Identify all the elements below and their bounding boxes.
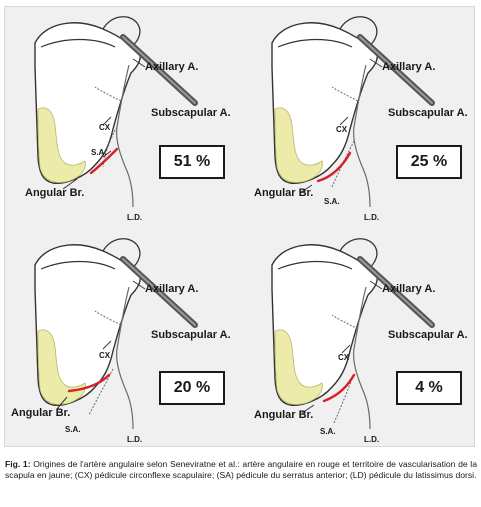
percentage-box: 51 %: [159, 145, 225, 179]
axillary-label: Axillary A.: [145, 283, 199, 295]
scapula-diagram: [34, 238, 198, 430]
panel-4-percent: Axillary A. Subscapular A. CX Angular Br…: [242, 229, 474, 447]
angular-pointer: [62, 178, 78, 190]
spine-outline: [40, 260, 116, 270]
sa-pointer: [102, 150, 112, 158]
sa-label: S.A.: [65, 425, 81, 434]
subscapular-artery: [116, 286, 134, 430]
panel-20-percent: Axillary A. Subscapular A. CX Angular Br…: [5, 229, 237, 447]
acromion-outline: [102, 16, 141, 48]
acromion-outline: [339, 16, 378, 48]
scapula-outline: [271, 244, 378, 406]
sa-label: S.A.: [91, 148, 107, 157]
angular-artery-red: [316, 151, 352, 183]
percentage-box: 4 %: [396, 371, 462, 405]
subscapular-label: Subscapular A.: [151, 329, 231, 341]
yellow-territory: [37, 107, 86, 183]
axillary-label: Axillary A.: [145, 61, 199, 73]
scapula-diagram: [271, 16, 435, 208]
panel-51-percent: Axillary A. Subscapular A. CX S.A. Angul…: [5, 7, 237, 225]
yellow-territory: [274, 107, 323, 183]
percentage-box: 20 %: [159, 371, 225, 405]
cx-pointer: [341, 344, 351, 354]
cx-label: CX: [336, 125, 348, 134]
sa-branch: [333, 378, 353, 424]
cx-pointer: [339, 116, 349, 126]
angular-label: Angular Br.: [254, 187, 314, 199]
subscapular-artery: [116, 64, 134, 208]
subscapular-label: Subscapular A.: [151, 107, 231, 119]
scapula-outline: [34, 244, 141, 406]
figure-frame: Axillary A. Subscapular A. CX S.A. Angul…: [4, 6, 475, 447]
angular-pointer: [299, 184, 313, 194]
acromion-outline: [339, 238, 378, 270]
axillary-pointer: [132, 58, 146, 68]
scapula-diagram: [271, 238, 435, 430]
axillary-pointer: [369, 58, 383, 68]
caption-text: Origines de l'artère angulaire selon Sen…: [5, 459, 477, 480]
caption-fig-label: Fig. 1:: [5, 459, 31, 469]
cx-pointer: [102, 340, 112, 350]
yellow-territory: [37, 329, 86, 405]
angular-label: Angular Br.: [25, 187, 85, 199]
angular-artery-red: [322, 373, 356, 403]
ld-label: L.D.: [364, 435, 380, 444]
axillary-pointer: [132, 280, 146, 290]
cx-label: CX: [338, 353, 350, 362]
subscapular-artery: [353, 64, 371, 208]
spine-outline: [40, 38, 116, 48]
angular-label: Angular Br.: [254, 409, 314, 421]
panel-25-percent: Axillary A. Subscapular A. CX Angular Br…: [242, 7, 474, 225]
sa-label: S.A.: [324, 197, 340, 206]
cx-label: CX: [99, 351, 111, 360]
ld-label: L.D.: [127, 213, 143, 222]
angular-artery-red: [89, 147, 119, 175]
spine-outline: [277, 260, 353, 270]
subscapular-artery: [353, 286, 371, 430]
percentage-box: 25 %: [396, 145, 462, 179]
scapula-diagram: [34, 16, 198, 208]
figure-caption: Fig. 1: Origines de l'artère angulaire s…: [5, 459, 477, 481]
ld-label: L.D.: [364, 213, 380, 222]
cx-label: CX: [99, 123, 111, 132]
axillary-label: Axillary A.: [382, 61, 436, 73]
axillary-label: Axillary A.: [382, 283, 436, 295]
spine-outline: [277, 38, 353, 48]
cx-pointer: [102, 116, 112, 126]
acromion-outline: [102, 238, 141, 270]
angular-artery-red: [67, 373, 111, 393]
sa-branch: [88, 368, 114, 416]
subscapular-label: Subscapular A.: [388, 107, 468, 119]
ld-label: L.D.: [127, 435, 143, 444]
scapula-outline: [271, 22, 378, 184]
yellow-territory: [274, 329, 323, 405]
angular-pointer: [301, 404, 315, 414]
scapula-outline: [34, 22, 141, 184]
sa-label: S.A.: [320, 427, 336, 436]
axillary-pointer: [369, 280, 383, 290]
subscapular-label: Subscapular A.: [388, 329, 468, 341]
angular-label: Angular Br.: [11, 407, 71, 419]
angular-pointer: [56, 396, 68, 410]
